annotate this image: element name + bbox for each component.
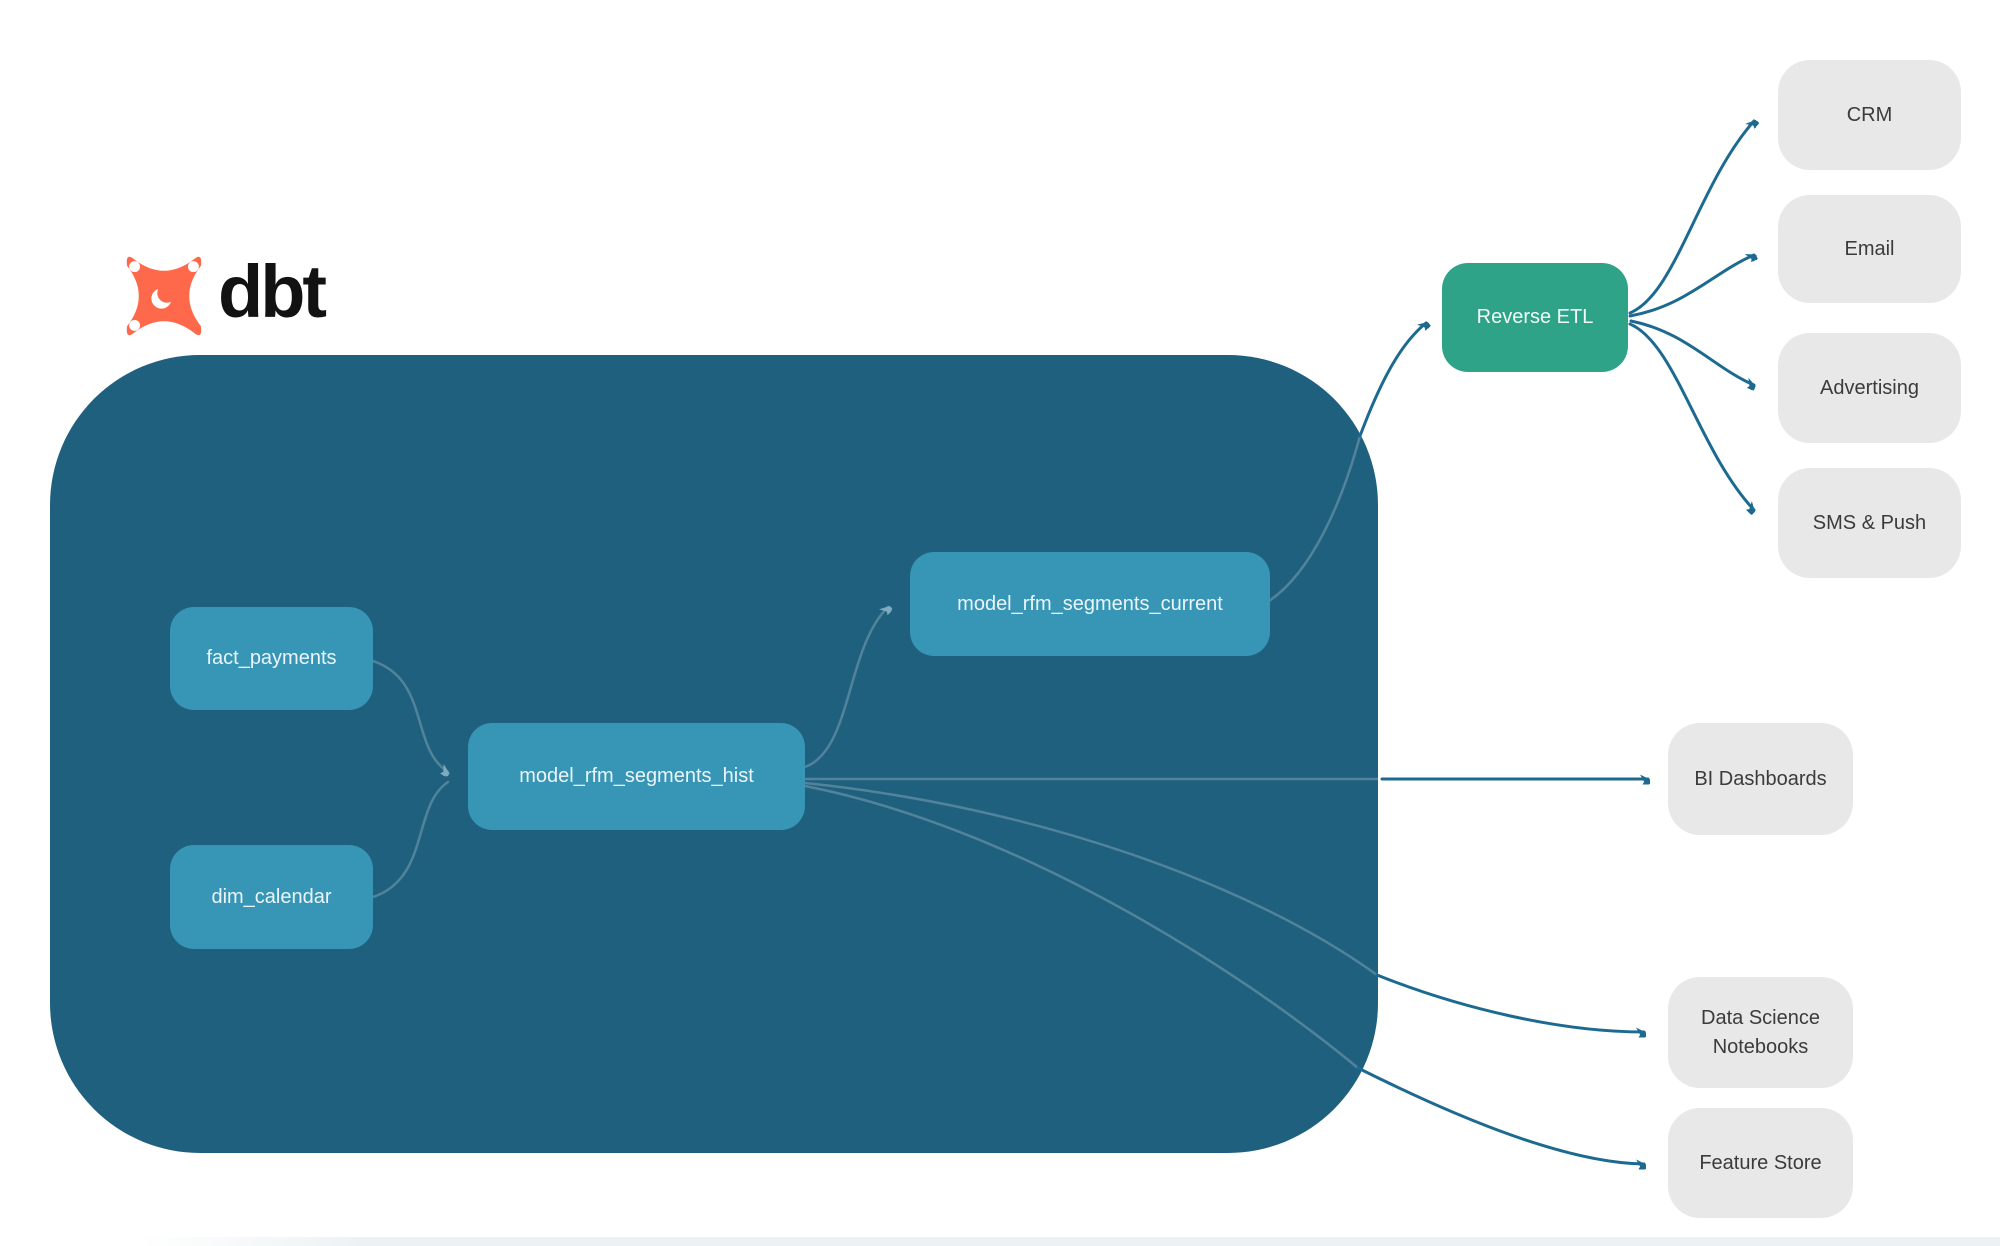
node-label: BI Dashboards	[1694, 767, 1827, 790]
node-email: Email	[1778, 195, 1961, 303]
edge-retl-to-crm	[1628, 121, 1754, 315]
node-label: Data Science Notebooks	[1701, 1006, 1820, 1058]
node-label: CRM	[1846, 103, 1893, 126]
bottom-edge-strip	[140, 1237, 2000, 1246]
node-label: Email	[1844, 237, 1895, 260]
edge-hist-to-fs	[1356, 1066, 1644, 1164]
node-crm: CRM	[1778, 60, 1961, 170]
node-fact-payments: fact_payments	[170, 607, 373, 710]
node-label: model_rfm_segments_current	[957, 592, 1223, 615]
node-reverse-etl: Reverse ETL	[1442, 263, 1628, 372]
node-label: fact_payments	[206, 647, 337, 669]
node-advertising: Advertising	[1778, 333, 1961, 443]
edge-hist-to-ds	[1375, 973, 1644, 1032]
node-label: model_rfm_segments_hist	[519, 765, 754, 787]
edge-retl-to-advertising	[1629, 319, 1754, 385]
dbt-logo-text: dbt	[218, 249, 327, 333]
node-model-rfm-segments-current: model_rfm_segments_current	[910, 552, 1270, 656]
edge-current-to-retl	[1358, 323, 1426, 438]
node-label: Reverse ETL	[1476, 306, 1594, 328]
node-label: dim_calendar	[211, 885, 332, 908]
node-label: SMS & Push	[1812, 511, 1927, 534]
node-dim-calendar: dim_calendar	[170, 845, 373, 949]
node-data-science-notebooks: Data Science Notebooks	[1668, 977, 1853, 1088]
node-label: Advertising	[1820, 376, 1919, 399]
edge-retl-to-sms	[1628, 322, 1754, 510]
node-bi-dashboards: BI Dashboards	[1668, 723, 1853, 835]
node-label: Feature Store	[1699, 1151, 1822, 1174]
dbt-logo: dbt	[122, 249, 327, 340]
node-model-rfm-segments-hist: model_rfm_segments_hist	[468, 723, 805, 830]
dbt-logo-icon	[126, 256, 202, 336]
edge-retl-to-email	[1628, 253, 1754, 318]
node-sms-push: SMS & Push	[1778, 468, 1961, 578]
node-feature-store: Feature Store	[1668, 1108, 1853, 1218]
